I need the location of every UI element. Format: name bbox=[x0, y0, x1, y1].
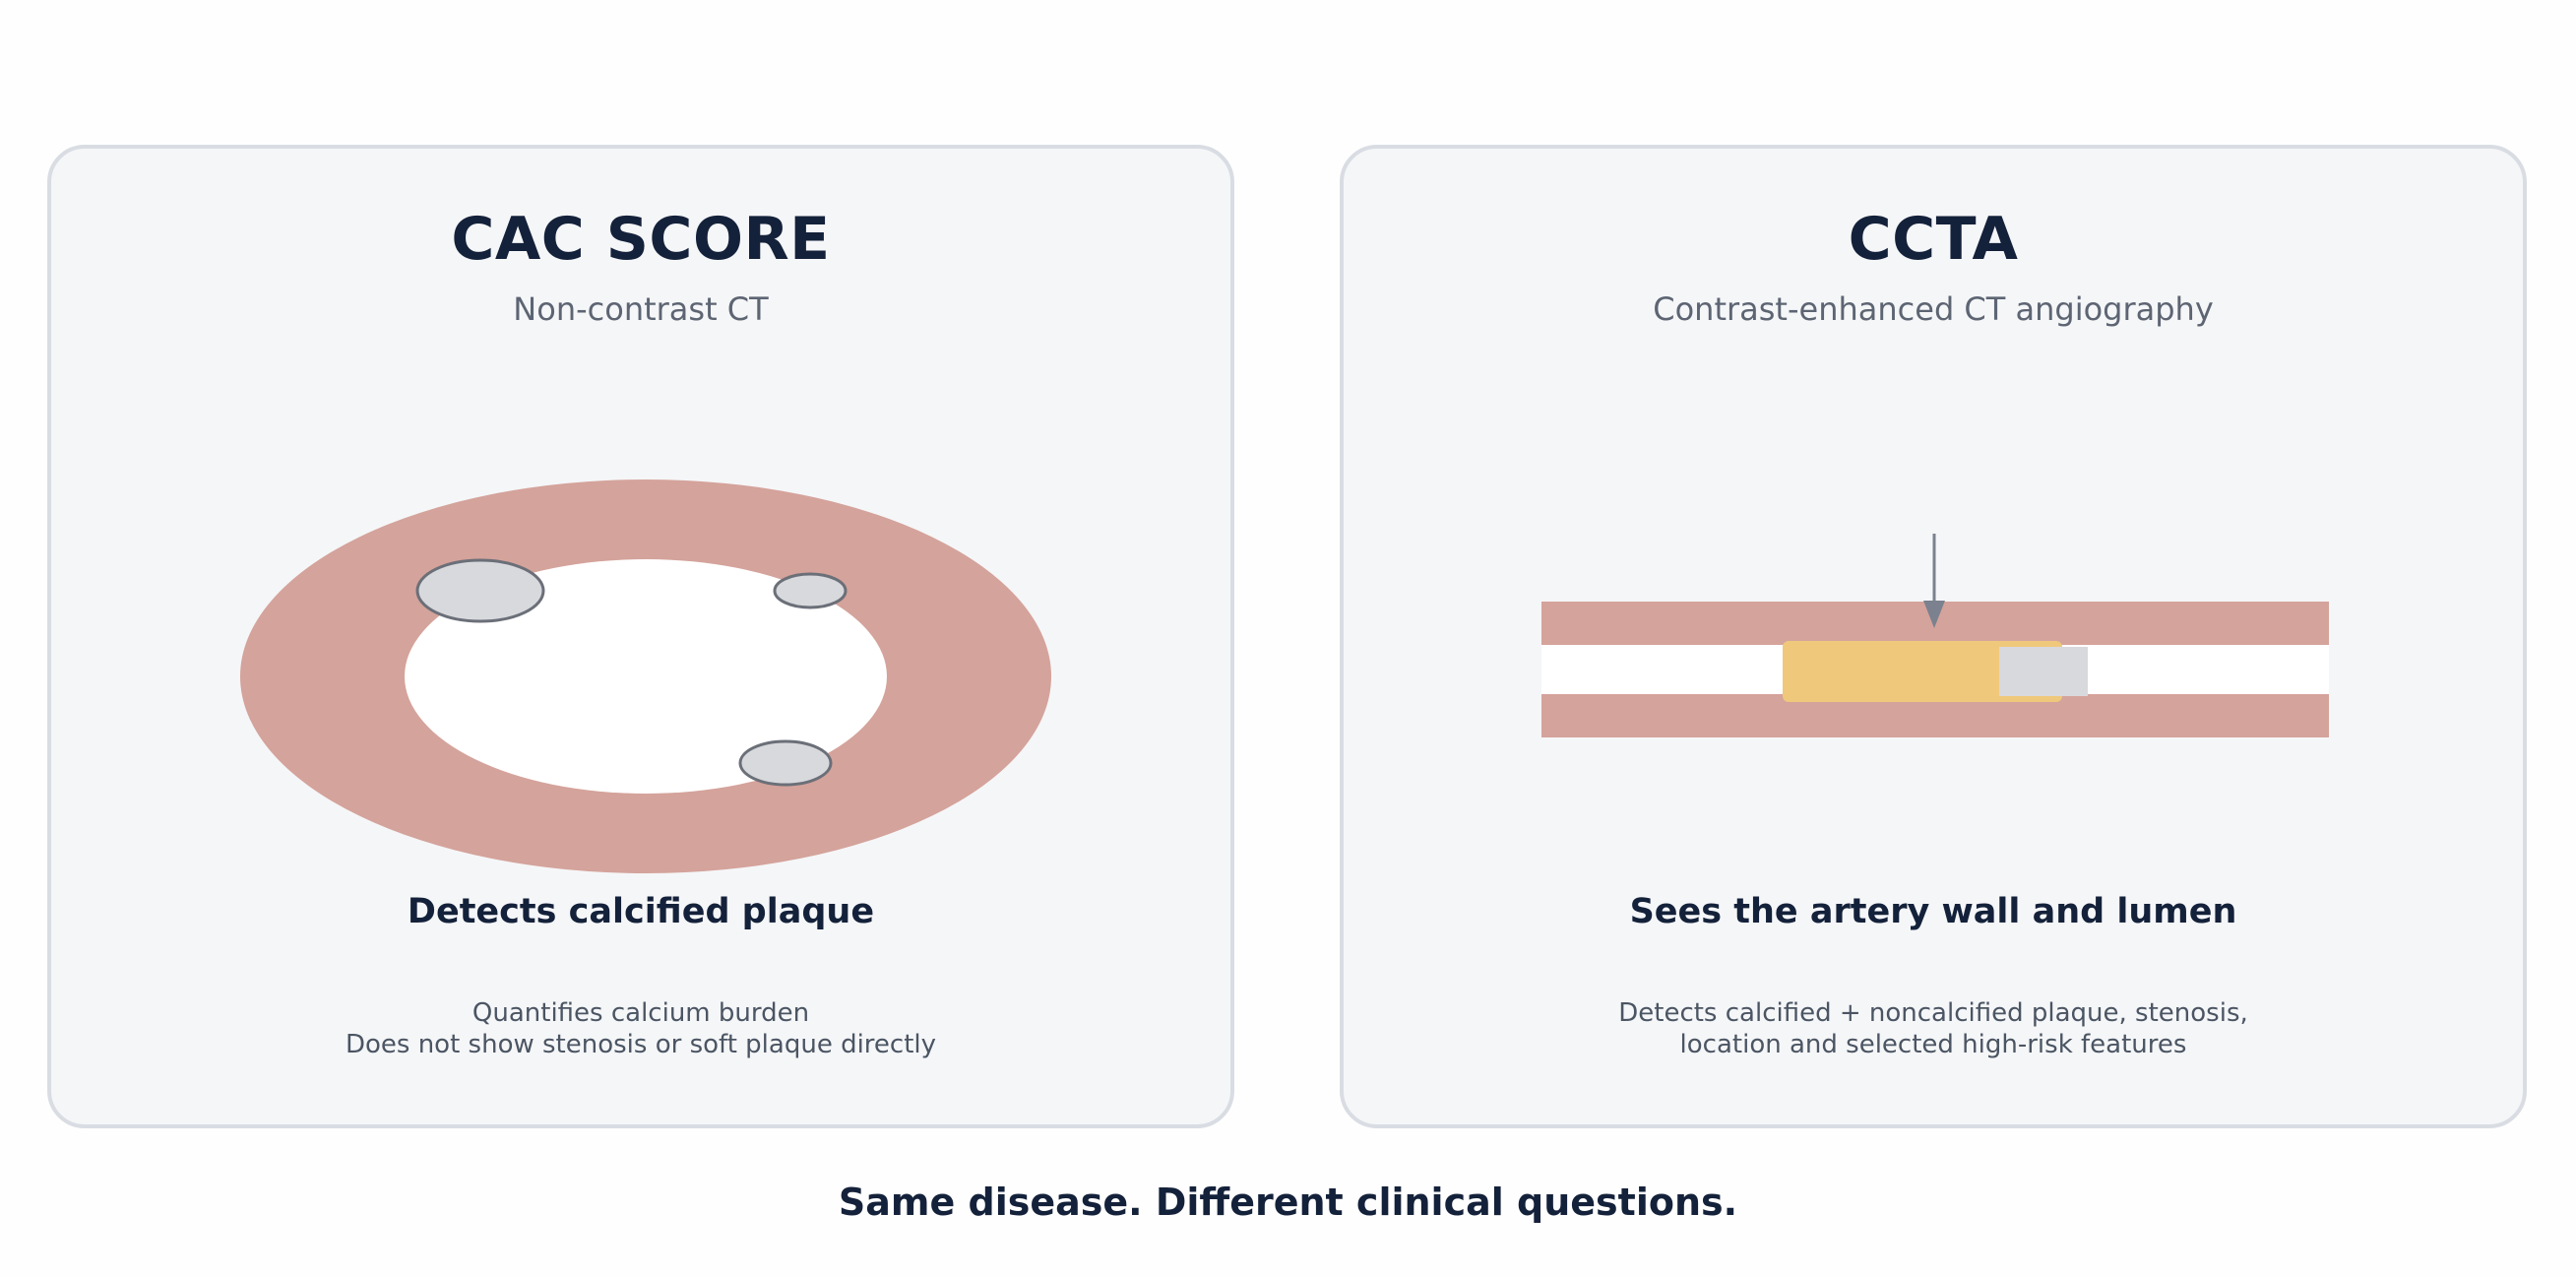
ccta-note-line: location and selected high-risk features bbox=[1679, 1030, 2187, 1059]
ccta-note-line: Detects calcified + noncalcified plaque,… bbox=[1618, 998, 2248, 1028]
ccta-panel-heading: Sees the artery wall and lumen bbox=[1629, 892, 2237, 931]
noncalcified-plaque bbox=[1783, 641, 2062, 702]
cac-note-line: Quantifies calcium burden bbox=[471, 998, 810, 1028]
calcified-plaque bbox=[1999, 647, 2088, 696]
cac-panel-note: Quantifies calcium burden Does not show … bbox=[51, 997, 1230, 1060]
cac-panel-subtitle: Non-contrast CT bbox=[513, 290, 769, 328]
ccta-panel-note: Detects calcified + noncalcified plaque,… bbox=[1344, 997, 2523, 1060]
artery-lumen bbox=[405, 559, 887, 794]
ccta-panel: CCTA Contrast-enhanced CT angiography Se… bbox=[1340, 145, 2527, 1128]
calcium-deposit-upper-right bbox=[773, 572, 848, 609]
footer-caption: Same disease. Different clinical questio… bbox=[838, 1181, 1738, 1224]
artery-longitudinal-icon bbox=[1541, 534, 2329, 737]
ccta-panel-subtitle: Contrast-enhanced CT angiography bbox=[1653, 290, 2214, 328]
cac-panel-title: CAC SCORE bbox=[451, 205, 831, 274]
cac-score-panel: CAC SCORE Non-contrast CT Detects calcif… bbox=[47, 145, 1234, 1128]
calcium-deposit-upper-left bbox=[415, 558, 545, 623]
artery-cross-section-icon bbox=[240, 479, 1051, 873]
arrow-down-icon bbox=[1923, 534, 1945, 628]
ccta-panel-title: CCTA bbox=[1848, 205, 2019, 274]
calcium-deposit-lower-right bbox=[738, 739, 833, 787]
cac-note-line: Does not show stenosis or soft plaque di… bbox=[345, 1030, 937, 1059]
cac-panel-heading: Detects calcified plaque bbox=[407, 892, 875, 931]
